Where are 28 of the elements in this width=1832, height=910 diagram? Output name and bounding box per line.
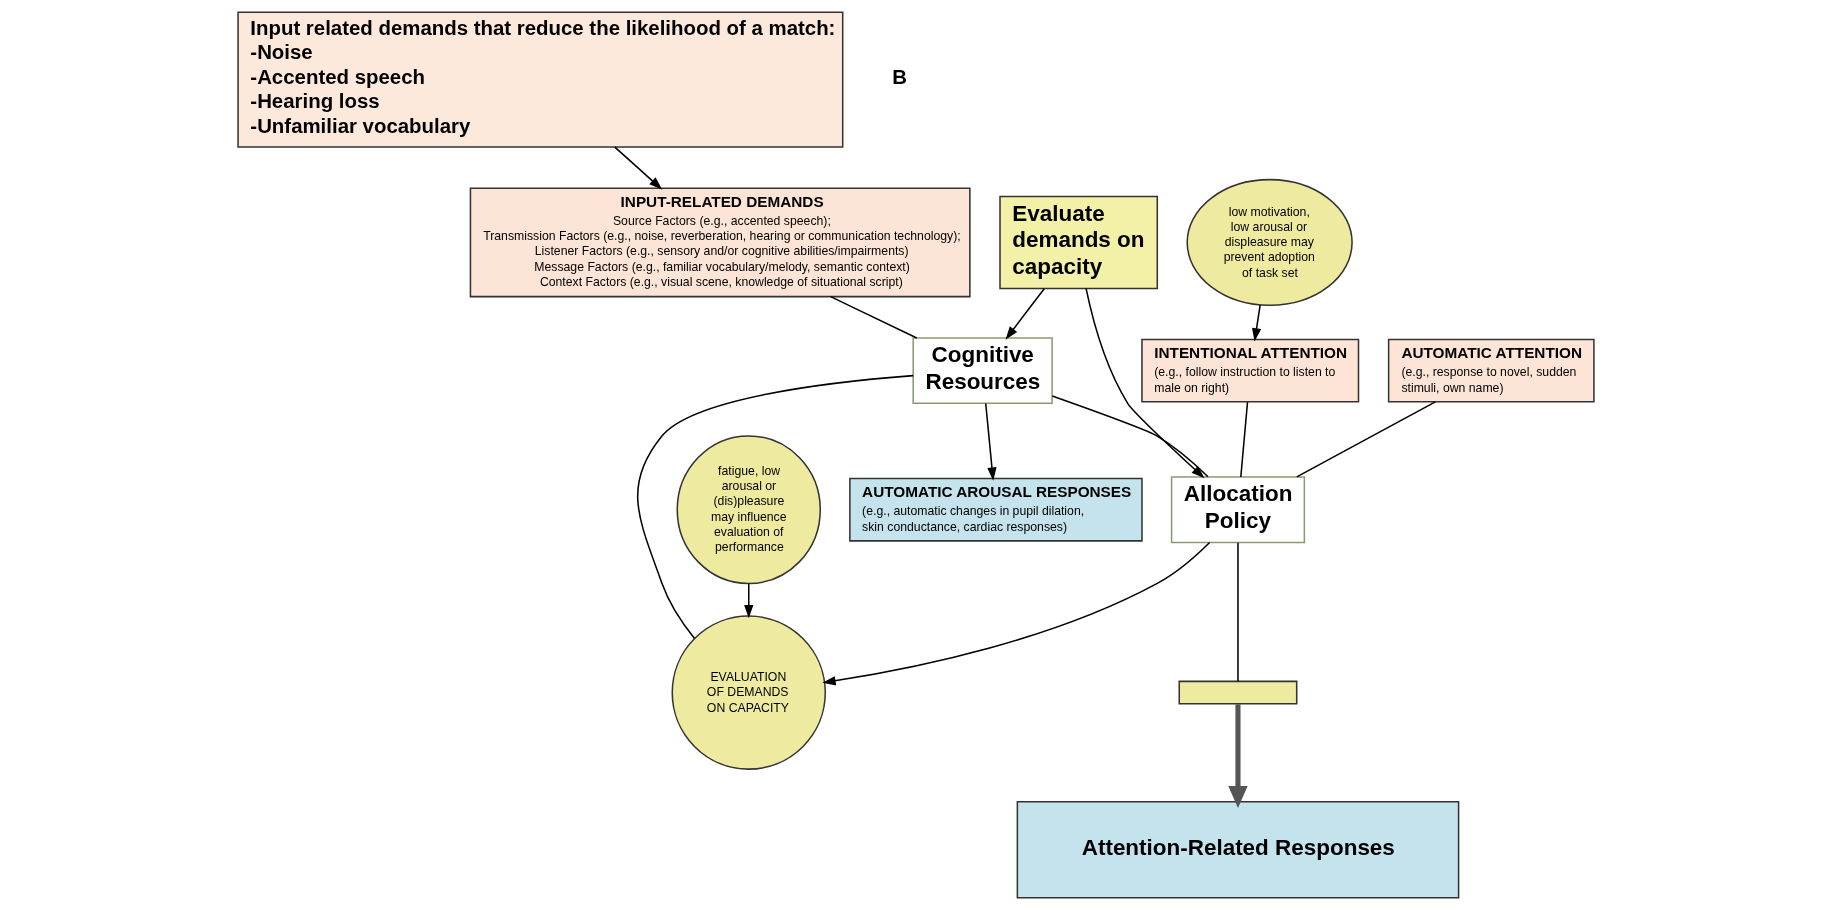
arrow bbox=[614, 146, 663, 190]
node-box: Evaluate demands on capacity bbox=[999, 195, 1159, 290]
arrow bbox=[1252, 304, 1262, 342]
arrow bbox=[1085, 287, 1205, 479]
connector bbox=[636, 374, 914, 640]
label: B bbox=[892, 65, 907, 88]
arrow bbox=[1228, 704, 1248, 809]
node-box bbox=[1178, 680, 1298, 705]
arrow bbox=[744, 582, 754, 619]
node-box: Input related demands that reduce the likelihood of a match: -Noise -Accented speech -Hearing loss -Unfamiliar vocabulary bbox=[237, 11, 844, 148]
node-ellipse: low motivation, low arousal or displeasure may prevent adoption of task set bbox=[1186, 178, 1353, 307]
node-box: INPUT-RELATED DEMANDS Source Factors (e.g., accented speech); Transmission Factors (e.g., noise, reverberation, hearing or communication technology); Listener Factors (e.g., sensory and/or cognitive abilities/impairments) Message Factors (e.g., familiar vocabulary/melody, semantic context) Context Factors (e.g., visual scene, knowledge of situational script) bbox=[469, 187, 971, 298]
arrow bbox=[1005, 287, 1046, 340]
connector bbox=[1240, 401, 1249, 478]
node-circle: EVALUATION OF DEMANDS ON CAPACITY bbox=[671, 615, 827, 770]
node-circle: fatigue, low arousal or (dis)pleasure may influence evaluation of performance bbox=[676, 435, 822, 585]
node-box: Attention-Related Responses bbox=[1016, 801, 1460, 899]
arrow bbox=[822, 541, 1211, 686]
node-box: Cognitive Resources bbox=[912, 337, 1053, 405]
node-box: INTENTIONAL ATTENTION (e.g., follow instruction to listen to male on right) bbox=[1141, 338, 1360, 403]
connector bbox=[1237, 541, 1239, 682]
node-box: AUTOMATIC AROUSAL RESPONSES (e.g., automatic changes in pupil dilation, skin conductance, cardiac responses) bbox=[849, 477, 1143, 542]
connector bbox=[829, 295, 918, 339]
node-box: AUTOMATIC ATTENTION (e.g., response to novel, sudden stimuli, own name) bbox=[1387, 338, 1595, 403]
connector bbox=[1296, 401, 1437, 478]
arrow bbox=[984, 402, 997, 481]
node-box: Allocation Policy bbox=[1170, 476, 1306, 544]
connector bbox=[1051, 395, 1209, 478]
